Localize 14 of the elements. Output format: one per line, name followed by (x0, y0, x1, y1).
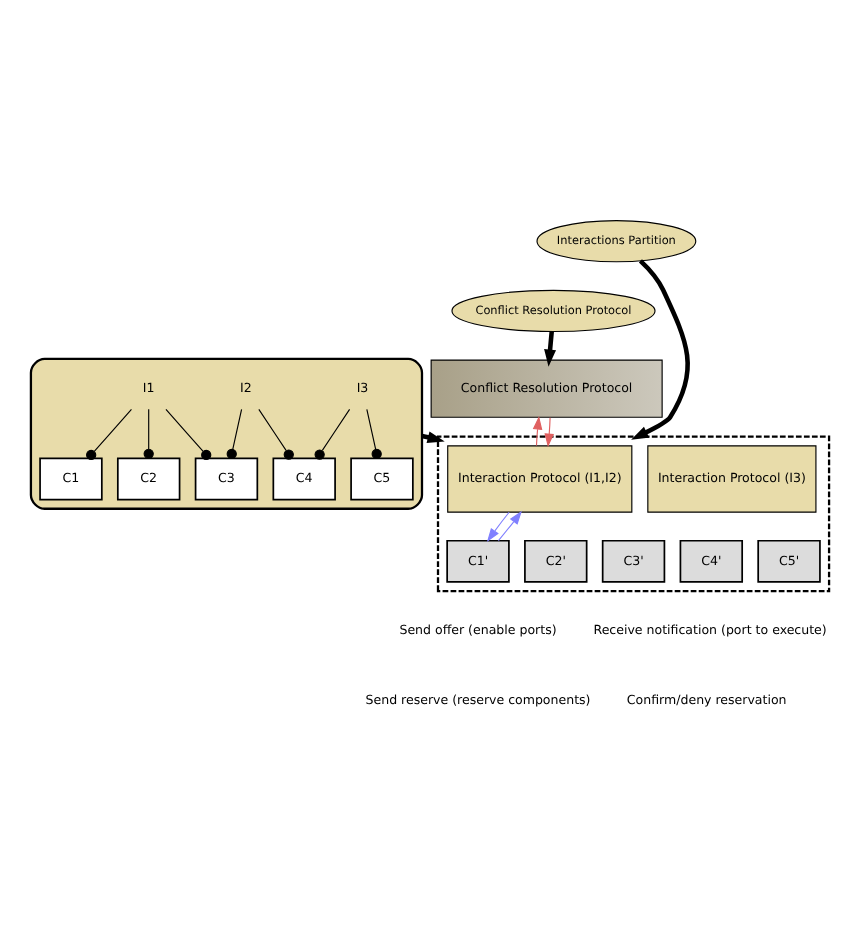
connector (314, 407, 351, 459)
arrow (544, 330, 557, 366)
arrow (486, 510, 510, 541)
arrow (532, 414, 543, 446)
cluster (29, 356, 424, 509)
connector (226, 407, 243, 459)
connector (86, 407, 132, 460)
connector (143, 407, 154, 458)
connector (258, 407, 294, 459)
arrow (497, 509, 522, 541)
arrow (544, 416, 555, 447)
connector (366, 407, 382, 459)
arrow (631, 258, 690, 439)
connector (165, 407, 212, 460)
